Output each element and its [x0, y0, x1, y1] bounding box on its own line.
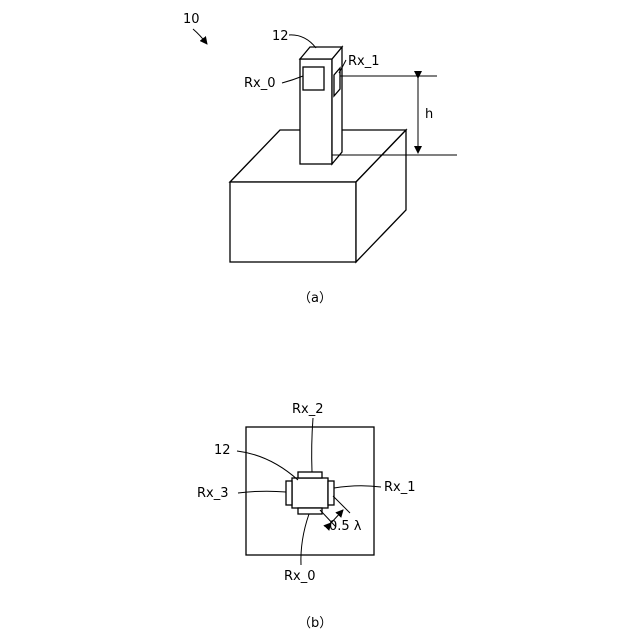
antenna-top-leader — [312, 418, 313, 472]
pole-right-face — [332, 47, 342, 164]
caption-a: （a） — [298, 291, 332, 306]
antenna-side-label: Rx_1 — [348, 54, 380, 69]
ref-pole-label: 12 — [272, 29, 289, 44]
antenna-top-view-rx1 — [328, 481, 334, 505]
antenna-top-view-rx3 — [286, 481, 292, 505]
figure-a: 10 12 Rx_0 Rx_1 h （a） — [183, 12, 457, 306]
figure-b: Rx_2 12 Rx_3 Rx_1 Rx_0 0.5 λ （b） — [197, 402, 416, 631]
pole-top-view — [292, 478, 328, 508]
spacing-label: 0.5 λ — [329, 519, 362, 534]
height-label: h — [425, 107, 433, 122]
caption-b: （b） — [298, 616, 332, 631]
pole — [300, 47, 342, 164]
antenna-top-view-rx0 — [298, 508, 322, 514]
spacing-extension-b — [333, 496, 350, 513]
ref-pole-leader — [289, 35, 316, 48]
ref-device-label: 10 — [183, 12, 200, 27]
base-front-face — [230, 182, 356, 262]
ref-device-arrow — [193, 29, 207, 44]
antenna-top-view-rx2 — [298, 472, 322, 478]
pole-front-face — [300, 59, 332, 164]
antenna-right-label: Rx_1 — [384, 480, 416, 495]
antenna-bottom-label: Rx_0 — [284, 569, 316, 584]
antenna-bottom-leader — [301, 514, 309, 565]
antenna-left-label: Rx_3 — [197, 486, 229, 501]
ref-pole-label-b: 12 — [214, 443, 231, 458]
antenna-top-label: Rx_2 — [292, 402, 324, 417]
antenna-left-leader — [238, 491, 286, 493]
antenna-front-label: Rx_0 — [244, 76, 276, 91]
